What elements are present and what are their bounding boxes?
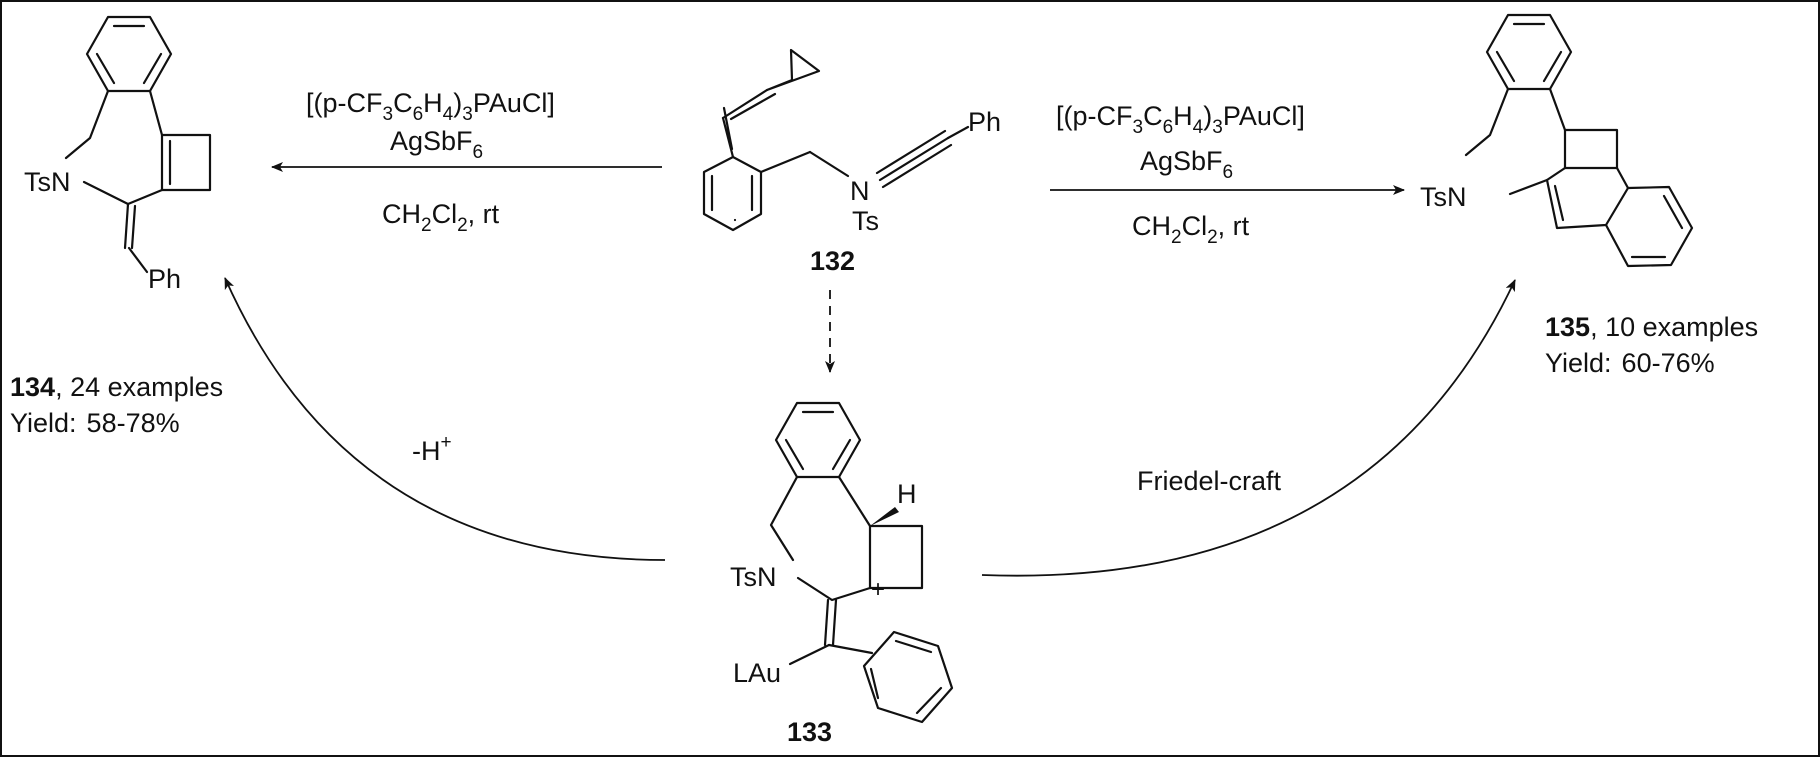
left-solvent: CH2Cl2, rt (382, 199, 500, 236)
compound-133-label: 133 (787, 717, 832, 747)
compound-135-tsn: TsN (1420, 182, 1467, 212)
compound-134-yield: Yield:58-78% (10, 408, 180, 438)
left-step-label: -H+ (412, 432, 452, 466)
compound-133-wedge (870, 507, 899, 526)
compound-132-ts: Ts (852, 206, 879, 236)
left-additive: AgSbF6 (390, 126, 483, 163)
compound-135-yield: Yield:60-76% (1545, 348, 1715, 378)
compound-134-structure (64, 15, 212, 274)
compound-133-structure (769, 401, 954, 724)
arrow-133-to-135-curved (981, 279, 1516, 577)
compound-134-tsn: TsN (24, 167, 71, 197)
compound-133-lau: LAu (733, 658, 781, 688)
compound-132-ph: Ph (968, 107, 1001, 137)
compound-133-tsn: TsN (730, 562, 777, 592)
compound-132-n: N (850, 176, 870, 206)
right-additive: AgSbF6 (1140, 146, 1233, 183)
compound-132-structure (702, 48, 970, 232)
right-step-label: Friedel-craft (1137, 466, 1282, 496)
compound-134-ph: Ph (148, 264, 181, 294)
compound-135-caption: 135, 10 examples (1545, 312, 1758, 342)
compound-135-structure (1464, 13, 1694, 268)
compound-133-h: H (897, 479, 917, 509)
arrow-133-to-134-curved (224, 277, 666, 561)
compound-133-plus: + (871, 576, 885, 603)
right-solvent: CH2Cl2, rt (1132, 211, 1250, 248)
compound-134-caption: 134, 24 examples (10, 372, 223, 402)
right-catalyst: [(p-CF3C6H4)3PAuCl] (1056, 101, 1305, 138)
left-catalyst: [(p-CF3C6H4)3PAuCl] (306, 88, 555, 125)
compound-132-label: 132 (810, 246, 855, 276)
